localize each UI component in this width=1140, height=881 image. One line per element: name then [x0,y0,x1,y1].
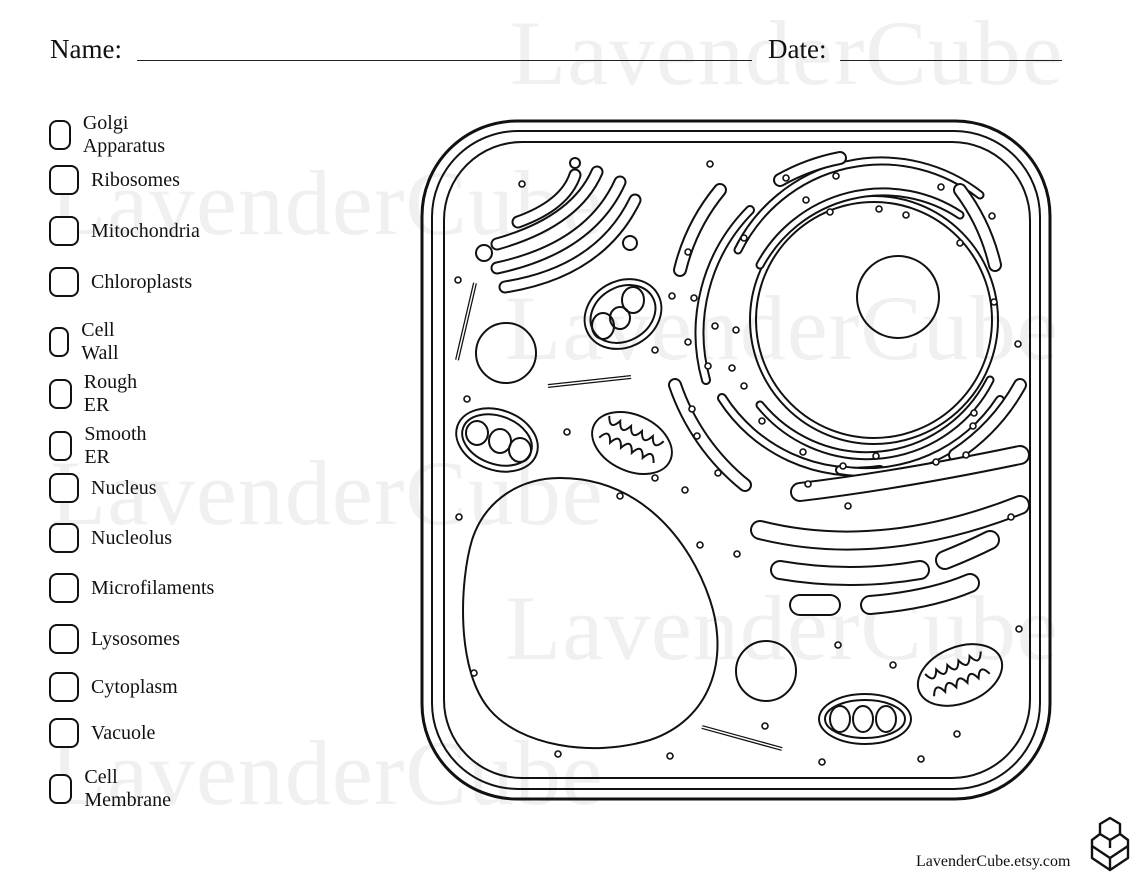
watermark-text: LavenderCube [50,722,604,824]
lysosome [735,640,797,702]
chloroplast [818,693,912,745]
checklist-label: Smooth ER [84,423,147,468]
footer-site-link[interactable]: LavenderCube.etsy.com [916,853,1071,870]
watermark-text: LavenderCube [510,2,1064,104]
cell-wall-outer [420,119,1052,801]
golgi-apparatus [475,157,642,294]
checkbox[interactable] [49,718,79,748]
checklist-item[interactable]: Chloroplasts [49,267,192,297]
checkbox[interactable] [49,473,79,503]
checkbox[interactable] [49,267,79,297]
checklist-label: Cytoplasm [91,675,178,698]
cube-stack-logo-icon [1090,816,1130,872]
vacuole [462,476,719,750]
date-label: Date: [768,34,827,64]
checklist-item[interactable]: Golgi Apparatus [49,112,173,158]
checklist-item[interactable]: Lysosomes [49,624,180,654]
checklist-item[interactable]: Nucleolus [49,523,172,553]
checklist-item[interactable]: Cytoplasm [49,672,178,702]
checklist-label: Chloroplasts [91,270,193,293]
checklist-label: Cell Wall [81,319,119,364]
checklist-item[interactable]: Cell Wall [49,319,128,365]
checklist-label: Lysosomes [91,627,180,650]
smooth-er [750,445,1030,616]
checklist-item[interactable]: Nucleus [49,473,157,503]
checklist-label: Cell Membrane [84,766,172,811]
checkbox[interactable] [49,573,79,603]
checklist-label: Microfilaments [91,576,215,599]
checkbox[interactable] [49,379,72,409]
checklist-item[interactable]: Vacuole [49,718,155,748]
checkbox[interactable] [49,672,79,702]
checkbox[interactable] [49,120,71,150]
checklist-item[interactable]: Smooth ER [49,423,153,469]
microfilament [547,376,632,387]
watermark-text: LavenderCube [50,442,604,544]
checklist-label: Golgi Apparatus [82,112,166,157]
lysosome [475,322,537,384]
checklist-label: Nucleus [91,476,157,499]
nucleolus [856,255,940,339]
checklist-item[interactable]: Mitochondria [49,216,200,246]
checklist-label: Nucleolus [91,526,173,549]
cell-membrane [443,141,1031,779]
ribosomes [454,160,1023,766]
checklist-item[interactable]: Rough ER [49,371,144,417]
checklist-label: Mitochondria [91,219,200,242]
cell-wall-inner [431,130,1041,790]
microfilament [701,726,783,750]
chloroplast [455,407,539,473]
checkbox[interactable] [49,216,79,246]
checkbox[interactable] [49,327,70,357]
date-field[interactable] [840,60,1062,61]
name-field[interactable] [137,60,752,61]
checkbox[interactable] [49,431,73,461]
checkbox[interactable] [49,523,79,553]
checklist-item[interactable]: Ribosomes [49,165,180,195]
checklist-label: Rough ER [83,371,138,416]
checklist-item[interactable]: Cell Membrane [49,766,178,812]
mitochondrion [916,643,1004,707]
rough-er [668,151,1027,492]
checkbox[interactable] [49,165,79,195]
checklist-label: Ribosomes [91,168,180,191]
checkbox[interactable] [49,624,79,654]
microfilament [456,282,476,361]
chloroplast [583,278,663,350]
watermark-text: LavenderCube [505,277,1059,379]
checklist-item[interactable]: Microfilaments [49,573,214,603]
name-label: Name: [50,34,122,64]
checklist-label: Vacuole [91,721,156,744]
mitochondrion [591,411,673,475]
checkbox[interactable] [49,774,73,804]
